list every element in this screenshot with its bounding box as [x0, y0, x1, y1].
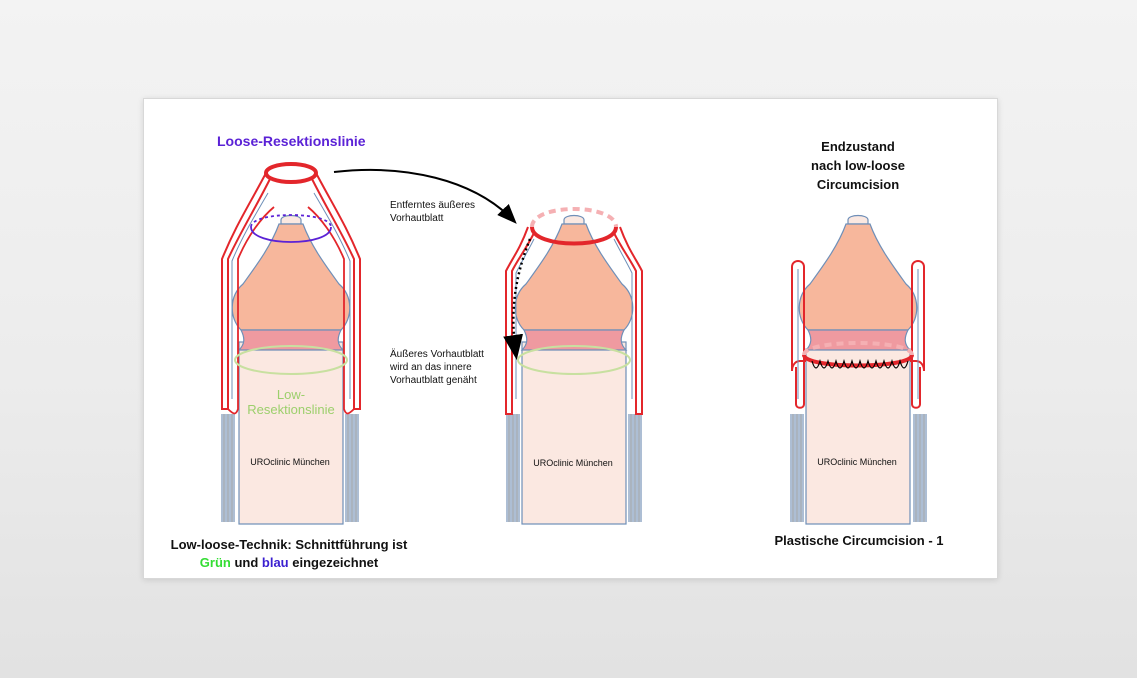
watermark-middle: UROclinic München [533, 458, 613, 468]
caption-right: Plastische Circumcision - 1 [774, 533, 944, 548]
caption-green-word: Grün [199, 555, 231, 570]
label-end-state: Endzustand nach low-loose Circumcision [811, 139, 905, 192]
arrow-removal [333, 168, 517, 224]
watermark-left: UROclinic München [250, 457, 330, 467]
caption-rest: eingezeichnet [288, 555, 379, 570]
figure-middle [503, 207, 643, 525]
label-loose-line: Loose-Resektionslinie [217, 133, 366, 149]
figure-left [221, 162, 361, 525]
label-sutured: Äußeres Vorhautblatt wird an das innere … [390, 349, 484, 386]
caption-left: Low-loose-Technik: Schnittführung ist Gr… [154, 536, 424, 572]
slide: Loose-Resektionslinie Low- Resektionslin… [143, 98, 998, 579]
caption-left-line1: Low-loose-Technik: Schnittführung ist [170, 537, 408, 552]
figure-right [790, 214, 927, 525]
caption-left-line2: Grün und blau eingezeichnet [154, 554, 424, 572]
label-low-line: Low- Resektionslinie [247, 387, 335, 417]
caption-und: und [230, 555, 262, 570]
caption-blue-word: blau [261, 555, 289, 570]
diagram-canvas [221, 162, 927, 525]
label-removed-outer: Entferntes äußeres Vorhautblatt [390, 200, 476, 224]
watermark-right: UROclinic München [817, 457, 897, 467]
